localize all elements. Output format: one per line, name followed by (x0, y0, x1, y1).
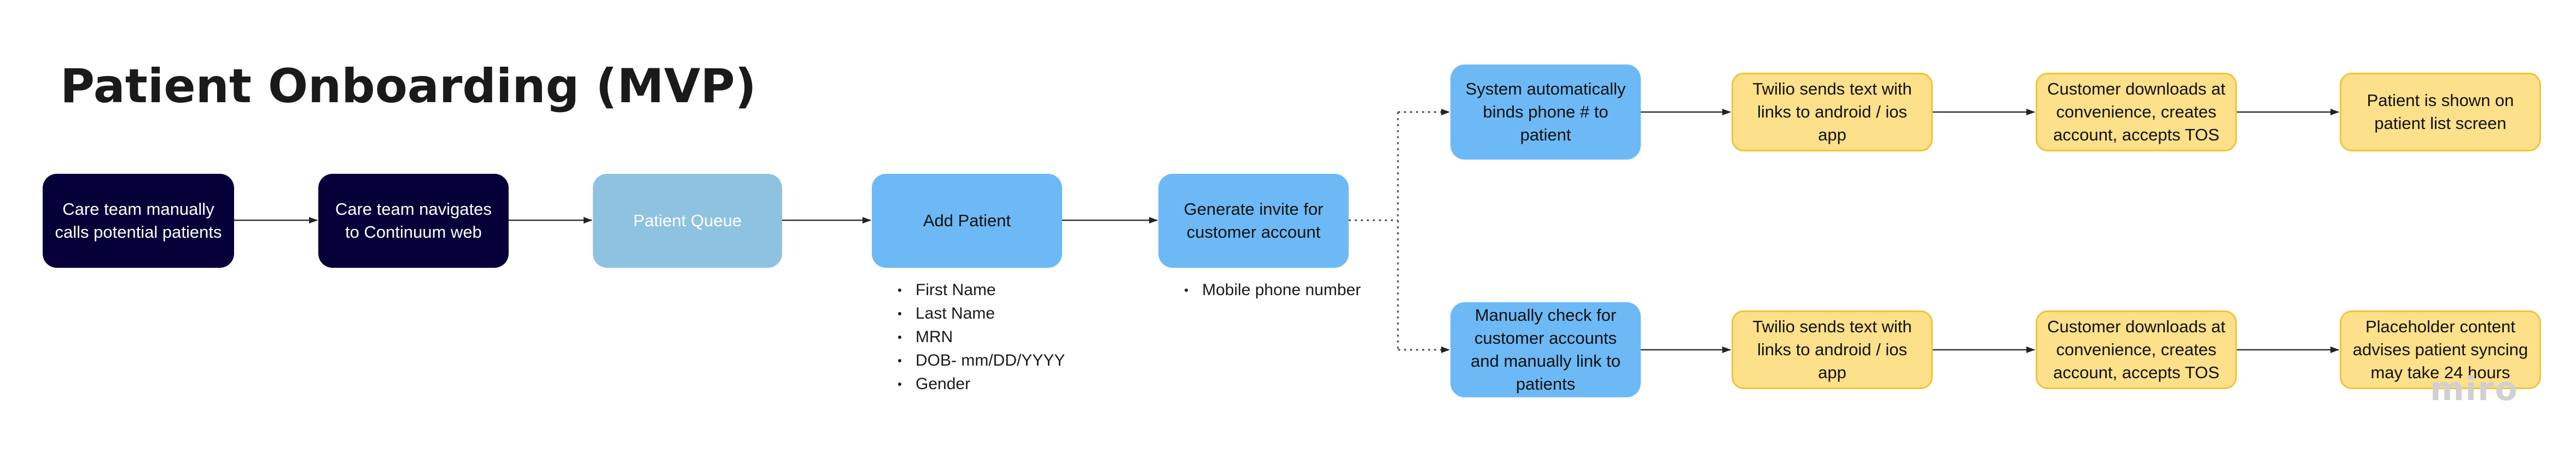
node-system-binds-phone[interactable]: System automatically binds phone # to pa… (1450, 64, 1641, 160)
node-label: Generate invite for customer account (1184, 199, 1324, 242)
node-label: Twilio sends text with links to android … (1752, 79, 1912, 144)
node-patient-shown-on-list[interactable]: Patient is shown on patient list screen (2340, 73, 2541, 151)
node-label: Patient is shown on patient list screen (2367, 91, 2514, 133)
list-item: Mobile phone number (1184, 278, 1361, 302)
list-item: First Name (897, 278, 1065, 302)
node-manually-check-accounts[interactable]: Manually check for customer accounts and… (1450, 302, 1641, 397)
list-item: Gender (897, 372, 1065, 396)
node-customer-downloads-top[interactable]: Customer downloads at convenience, creat… (2036, 73, 2237, 151)
page-title: Patient Onboarding (MVP) (60, 59, 756, 114)
node-twilio-sends-text-top[interactable]: Twilio sends text with links to android … (1732, 73, 1933, 151)
node-care-team-calls[interactable]: Care team manually calls potential patie… (43, 174, 234, 268)
node-label: Care team navigates to Continuum web (335, 199, 492, 242)
node-twilio-sends-text-bottom[interactable]: Twilio sends text with links to android … (1732, 310, 1933, 389)
node-label: System automatically binds phone # to pa… (1465, 79, 1626, 144)
node-generate-invite[interactable]: Generate invite for customer account (1158, 174, 1349, 268)
node-add-patient[interactable]: Add Patient (872, 174, 1062, 268)
invite-field-list: Mobile phone number (1184, 278, 1361, 302)
list-item: Last Name (897, 302, 1065, 325)
node-customer-downloads-bottom[interactable]: Customer downloads at convenience, creat… (2036, 310, 2237, 389)
list-item: DOB- mm/DD/YYYY (897, 349, 1065, 372)
add-patient-field-list: First Name Last Name MRN DOB- mm/DD/YYYY… (897, 278, 1065, 396)
node-label: Manually check for customer accounts and… (1471, 306, 1621, 393)
node-label: Patient Queue (633, 211, 742, 230)
node-label: Customer downloads at convenience, creat… (2047, 79, 2225, 144)
node-patient-queue[interactable]: Patient Queue (593, 174, 782, 268)
miro-watermark-logo: miro (2430, 370, 2519, 408)
node-label: Placeholder content advises patient sync… (2352, 317, 2528, 382)
dotted-branch-connector (1349, 112, 1399, 350)
node-care-team-navigates[interactable]: Care team navigates to Continuum web (318, 174, 509, 268)
node-placeholder-content[interactable]: Placeholder content advises patient sync… (2340, 310, 2541, 389)
node-label: Care team manually calls potential patie… (55, 199, 222, 242)
list-item: MRN (897, 325, 1065, 349)
node-label: Add Patient (923, 211, 1011, 230)
node-label: Twilio sends text with links to android … (1752, 317, 1912, 382)
node-label: Customer downloads at convenience, creat… (2047, 317, 2225, 382)
